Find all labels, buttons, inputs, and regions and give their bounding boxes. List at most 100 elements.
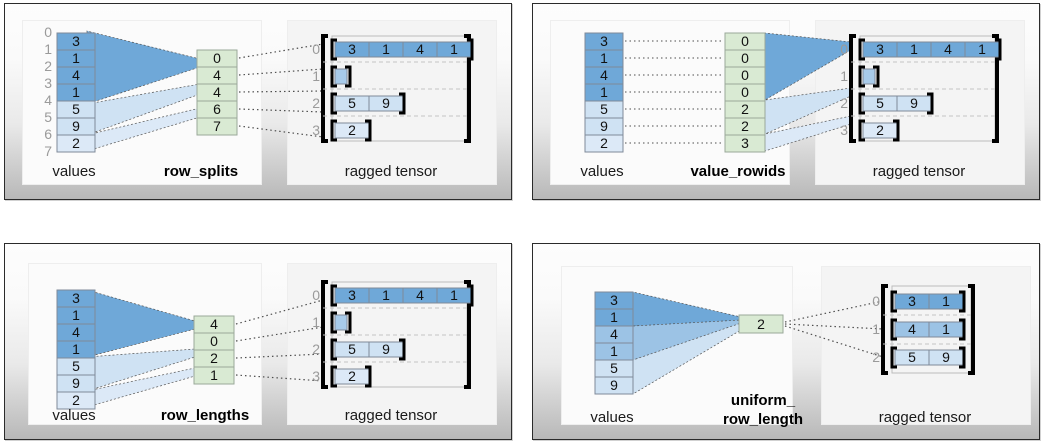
svg-text:2: 2 — [840, 95, 848, 111]
svg-text:5: 5 — [908, 349, 916, 365]
wedge-row3 — [764, 115, 852, 152]
svg-text:4: 4 — [72, 324, 80, 340]
panel-row-lengths: 3 1 4 1 5 9 2 4 0 2 — [4, 243, 512, 440]
svg-text:9: 9 — [382, 341, 390, 357]
svg-text:0: 0 — [312, 41, 320, 57]
svg-text:3: 3 — [312, 368, 320, 384]
svg-text:1: 1 — [382, 41, 390, 57]
svg-text:2: 2 — [312, 95, 320, 111]
label-encoding: row_splits — [164, 163, 238, 180]
svg-text:1: 1 — [72, 307, 80, 323]
svg-text:3: 3 — [600, 33, 608, 49]
label-ragged-tensor: ragged tensor — [345, 163, 438, 180]
label-ragged-tensor: ragged tensor — [879, 409, 972, 426]
svg-text:5: 5 — [72, 101, 80, 117]
label-values: values — [590, 409, 633, 426]
svg-text:4: 4 — [210, 316, 218, 332]
svg-text:4: 4 — [213, 84, 221, 100]
svg-text:3: 3 — [876, 41, 884, 57]
svg-text:1: 1 — [450, 41, 458, 57]
svg-text:4: 4 — [213, 67, 221, 83]
svg-text:0: 0 — [741, 84, 749, 100]
panel-value-rowids: 3 1 4 1 5 9 2 — [532, 3, 1040, 200]
svg-text:2: 2 — [600, 135, 608, 151]
svg-text:5: 5 — [72, 358, 80, 374]
svg-text:4: 4 — [416, 287, 424, 303]
panel-value-rowids-svg: 3 1 4 1 5 9 2 — [580, 32, 1002, 180]
svg-text:0: 0 — [741, 33, 749, 49]
svg-text:1: 1 — [450, 287, 458, 303]
svg-text:7: 7 — [213, 118, 221, 134]
svg-text:7: 7 — [44, 143, 52, 159]
svg-text:6: 6 — [44, 126, 52, 142]
svg-text:2: 2 — [757, 316, 765, 332]
wedge-row0 — [86, 289, 196, 358]
svg-text:0: 0 — [213, 50, 221, 66]
svg-text:4: 4 — [908, 321, 916, 337]
svg-text:0: 0 — [312, 287, 320, 303]
svg-text:6: 6 — [213, 101, 221, 117]
values-column: 3 1 4 1 5 9 2 — [56, 32, 96, 153]
connectors — [235, 299, 324, 382]
svg-text:1: 1 — [840, 68, 848, 84]
wedge-row0 — [632, 291, 742, 327]
svg-text:5: 5 — [44, 109, 52, 125]
values-index-labels: 0 1 2 3 4 5 6 7 — [44, 24, 52, 159]
svg-text:0: 0 — [872, 293, 880, 309]
svg-text:2: 2 — [72, 135, 80, 151]
svg-text:3: 3 — [348, 287, 356, 303]
svg-text:3: 3 — [908, 293, 916, 309]
values-column: 3 1 4 1 5 9 — [594, 291, 634, 395]
svg-text:1: 1 — [942, 321, 950, 337]
wedge-row3 — [86, 107, 201, 152]
svg-text:9: 9 — [610, 377, 618, 393]
connectors — [784, 300, 884, 358]
svg-text:3: 3 — [312, 122, 320, 138]
svg-text:1: 1 — [610, 309, 618, 325]
svg-text:1: 1 — [312, 314, 320, 330]
svg-text:4: 4 — [944, 41, 952, 57]
svg-text:1: 1 — [44, 41, 52, 57]
svg-text:9: 9 — [72, 375, 80, 391]
svg-text:1: 1 — [978, 41, 986, 57]
connectors-values-to-rowids — [625, 40, 723, 144]
svg-text:0: 0 — [44, 24, 52, 40]
encoding-column-row-splits: 0 4 4 6 7 — [196, 49, 238, 136]
svg-text:9: 9 — [382, 95, 390, 111]
wedge-row1 — [632, 319, 742, 361]
svg-text:1: 1 — [910, 41, 918, 57]
svg-text:2: 2 — [210, 350, 218, 366]
svg-text:2: 2 — [741, 101, 749, 117]
svg-text:1: 1 — [72, 50, 80, 66]
svg-text:2: 2 — [741, 118, 749, 134]
label-ragged-tensor: ragged tensor — [873, 163, 966, 180]
svg-text:5: 5 — [610, 360, 618, 376]
svg-text:3: 3 — [44, 75, 52, 91]
svg-text:2: 2 — [44, 58, 52, 74]
svg-text:9: 9 — [910, 95, 918, 111]
svg-text:1: 1 — [382, 287, 390, 303]
ragged-tensor-row-splits: 0 1 2 3 3 1 4 1 5 9 — [312, 34, 474, 143]
svg-text:5: 5 — [348, 341, 356, 357]
svg-text:4: 4 — [600, 67, 608, 83]
connectors — [238, 43, 324, 138]
svg-text:0: 0 — [741, 50, 749, 66]
svg-text:4: 4 — [44, 92, 52, 108]
svg-text:3: 3 — [610, 292, 618, 308]
svg-text:2: 2 — [312, 341, 320, 357]
svg-text:3: 3 — [840, 122, 848, 138]
values-column: 3 1 4 1 5 9 2 — [584, 32, 624, 153]
label-values: values — [52, 407, 95, 424]
svg-text:1: 1 — [72, 341, 80, 357]
svg-text:1: 1 — [872, 321, 880, 337]
label-encoding: value_rowids — [690, 163, 785, 180]
label-values: values — [52, 163, 95, 180]
wedge-row2 — [632, 322, 742, 395]
svg-text:5: 5 — [600, 101, 608, 117]
svg-text:2: 2 — [348, 122, 356, 138]
svg-text:4: 4 — [610, 326, 618, 342]
ragged-tensor-value-rowids: 0 1 2 3 3 1 4 1 5 9 — [840, 34, 1002, 143]
svg-text:2: 2 — [876, 122, 884, 138]
label-encoding: row_lengths — [161, 407, 249, 424]
label-encoding-line1: uniform_ — [731, 392, 796, 409]
